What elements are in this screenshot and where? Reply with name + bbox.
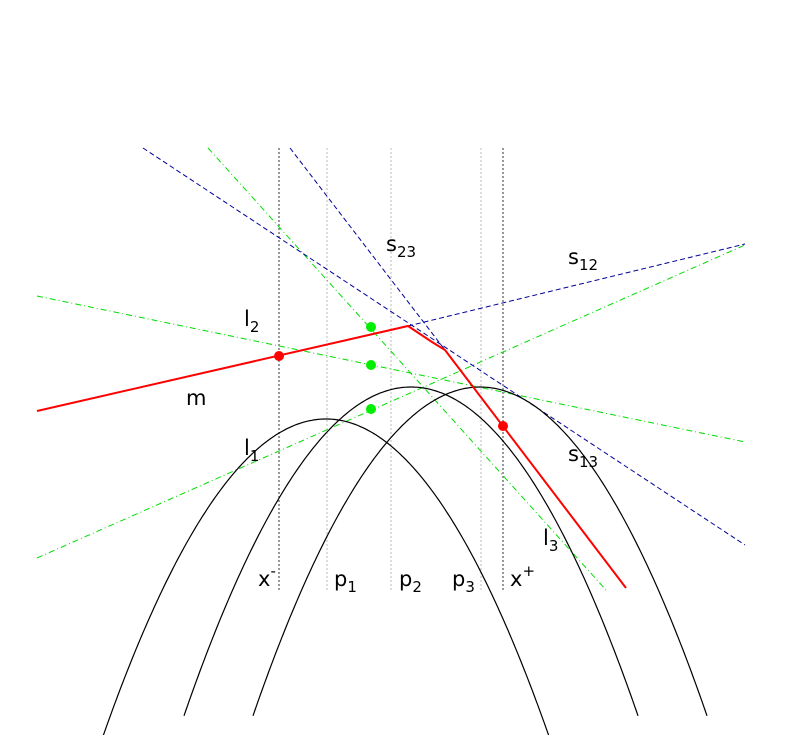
label-s13: s13: [568, 442, 598, 471]
parabolas: [102, 386, 708, 735]
bisector-s12: [407, 243, 746, 327]
red-point-left: [274, 351, 284, 361]
label-l3: l3: [543, 526, 558, 555]
parabola-3: [252, 386, 708, 716]
tangent-line-l2: [36, 295, 746, 443]
label-x-minus: x-: [258, 562, 276, 591]
green-point-middle: [366, 360, 376, 370]
label-l2: l2: [244, 307, 259, 336]
label-x-plus: x+: [510, 562, 535, 591]
tangent-line-l3: [207, 147, 607, 591]
vertical-guides: [278, 148, 504, 590]
labels: s23 s12 s13 l2 l1 l3 m x- p1 p2 p3 x+: [186, 232, 598, 596]
label-m: m: [186, 386, 206, 410]
red-point-right: [498, 421, 508, 431]
envelope-m: [36, 324, 627, 589]
bisector-s13: [142, 147, 746, 546]
green-point-top: [366, 322, 376, 332]
label-s12: s12: [568, 245, 598, 274]
label-p3: p3: [452, 567, 475, 596]
bisector-lines: [142, 147, 746, 546]
parabola-1: [102, 418, 550, 735]
label-l1: l1: [244, 436, 259, 465]
label-s23: s23: [386, 232, 416, 261]
points: [274, 322, 508, 431]
label-p2: p2: [399, 567, 422, 596]
parabola-2: [183, 386, 639, 716]
tangent-lines: [36, 147, 746, 591]
bisector-s23: [289, 147, 446, 351]
green-point-bottom: [366, 404, 376, 414]
label-p1: p1: [334, 567, 357, 596]
